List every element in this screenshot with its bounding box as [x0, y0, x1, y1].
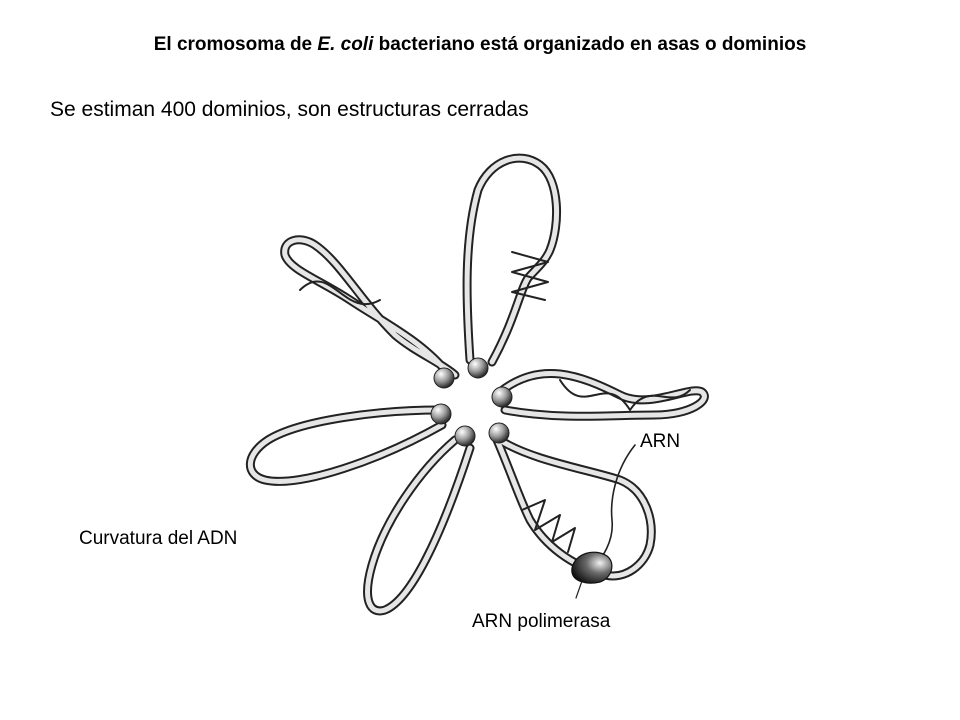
anchor-bead	[488, 422, 510, 444]
dna-loop-top	[462, 153, 562, 367]
anchor-bead	[433, 367, 455, 389]
anchor-bead	[454, 425, 476, 447]
dna-loop-bottom-right	[492, 435, 656, 581]
slide-title: El cromosoma de E. coli bacteriano está …	[0, 34, 960, 56]
anchor-beads	[430, 357, 513, 447]
label-rna: ARN	[640, 431, 681, 452]
title-organism: E. coli	[317, 34, 374, 55]
dna-loop-left	[245, 405, 447, 486]
title-suffix: bacteriano está organizado en asas o dom…	[373, 34, 807, 55]
anchor-bead	[491, 386, 513, 408]
slide-subtitle: Se estiman 400 dominios, son estructuras…	[50, 98, 529, 121]
rna-polymerase-shape	[571, 551, 613, 584]
anchor-bead	[430, 403, 452, 425]
label-rna-polymerase: ARN polimerasa	[472, 611, 611, 632]
dna-loop-upper-left	[280, 235, 460, 380]
title-prefix: El cromosoma de	[153, 34, 318, 55]
dna-loop-right	[495, 368, 709, 421]
label-dna-curvature: Curvatura del ADN	[79, 528, 238, 549]
anchor-bead	[467, 357, 489, 379]
dna-loop-bottom	[363, 435, 475, 616]
rna-transcript-line	[589, 444, 636, 569]
